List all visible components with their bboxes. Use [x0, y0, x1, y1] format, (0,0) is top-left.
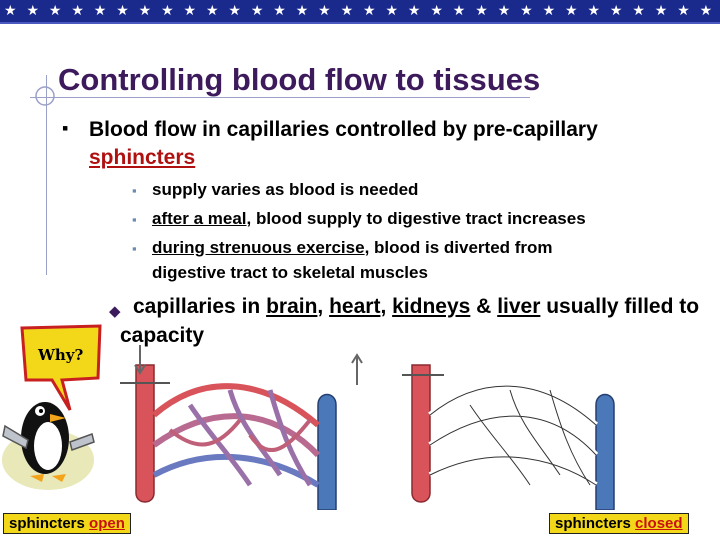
- bullet-capillaries: capillaries in brain, heart, kidneys & l…: [120, 292, 710, 350]
- bullet-square-icon: ▪: [62, 118, 69, 138]
- bullet-text: Blood flow in capillaries controlled by …: [89, 118, 598, 141]
- separator: ,: [380, 295, 393, 318]
- sub-bullet-exercise: ▪ during strenuous exercise, blood is div…: [132, 237, 553, 260]
- caption-state-open: open: [89, 515, 125, 532]
- sub-bullet-text: supply varies as blood is needed: [152, 180, 419, 199]
- sub-bullet-text: , blood supply to digestive tract increa…: [246, 209, 586, 228]
- crosshair-icon: [35, 86, 55, 106]
- caption-sphincters-open: sphincters open: [3, 513, 131, 534]
- sub-bullet-meal: ▪ after a meal, blood supply to digestive…: [132, 208, 586, 231]
- caption-word: sphincters: [555, 515, 631, 532]
- caption-state-closed: closed: [635, 515, 683, 532]
- organ-kidneys: kidneys: [392, 295, 471, 318]
- sub-bullet-text: , blood is diverted from: [364, 238, 553, 257]
- organ-liver: liver: [497, 295, 541, 318]
- organ-heart: heart: [329, 295, 381, 318]
- bullet-square-icon: ▪: [132, 241, 137, 256]
- sub-bullet-underlined: during strenuous exercise: [152, 238, 365, 257]
- sphincters-link[interactable]: sphincters: [89, 146, 196, 169]
- separator: ,: [317, 295, 330, 318]
- caption-sphincters-closed: sphincters closed: [549, 513, 689, 534]
- capillary-diagram: [120, 345, 615, 510]
- bullet-diamond-icon: ◆: [109, 303, 121, 320]
- caption-word: sphincters: [9, 515, 85, 532]
- penguin-mascot-icon: Why?: [2, 324, 102, 490]
- separator: &: [470, 295, 498, 318]
- bullet-blood-flow: Blood flow in capillaries controlled by …: [89, 116, 649, 172]
- sub-bullet-continuation: digestive tract to skeletal muscles: [152, 263, 428, 282]
- bullet-text: usually filled to capacity: [120, 295, 700, 347]
- capillary-bed-open: [120, 345, 363, 510]
- slide-title: Controlling blood flow to tissues: [58, 62, 541, 97]
- bullet-square-icon: ▪: [132, 212, 137, 227]
- title-rule: [30, 97, 530, 98]
- slide-top-bar: ★ ★ ★ ★ ★ ★ ★ ★ ★ ★ ★ ★ ★ ★ ★ ★ ★ ★ ★ ★ …: [0, 0, 720, 24]
- sub-bullet-underlined: after a meal: [152, 209, 247, 228]
- stars-decoration-icon: ★ ★ ★ ★ ★ ★ ★ ★ ★ ★ ★ ★ ★ ★ ★ ★ ★ ★ ★ ★ …: [4, 2, 720, 18]
- margin-rule: [46, 75, 47, 275]
- organ-brain: brain: [266, 295, 318, 318]
- sub-bullet-supply: ▪ supply varies as blood is needed: [132, 179, 418, 202]
- bullet-text: capillaries in: [133, 295, 267, 318]
- capillary-bed-closed: [402, 364, 615, 510]
- why-label: Why?: [37, 346, 83, 364]
- bullet-square-icon: ▪: [132, 183, 137, 198]
